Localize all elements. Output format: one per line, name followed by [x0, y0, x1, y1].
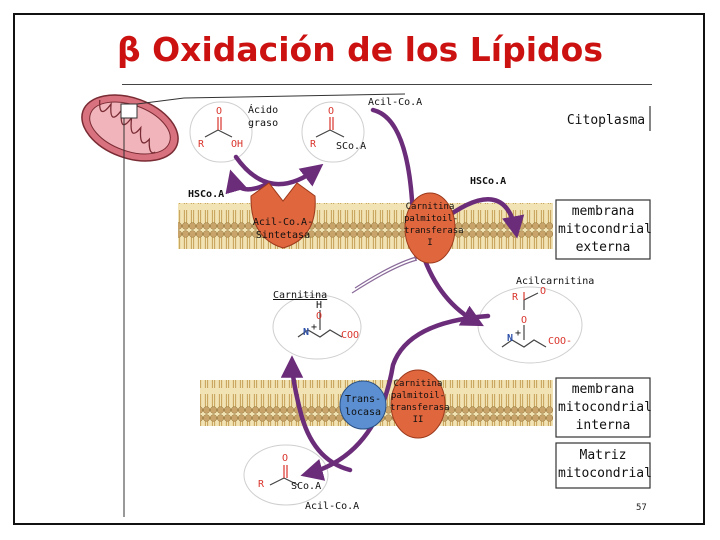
synthetase-label: Acil-Co.A- Sintetasa [252, 217, 314, 241]
atom-scoa-acyl-coa-top: SCo.A [336, 141, 367, 152]
cpt2-label: Carnitina palmitoil- transferasa II [390, 379, 450, 425]
cpt1-label: Carnitina palmitoil- transferasa I [404, 202, 464, 248]
hscoa-right-label: HSCo.A [470, 176, 507, 187]
mitochondrion-icon [81, 94, 179, 162]
carnitine-panel [272, 294, 362, 360]
matrix-label: Matriz mitocondrial [558, 448, 652, 481]
acyl-coa-bottom-label: Acil-Co.A [305, 501, 360, 512]
atom-o-carnitine: O [316, 311, 323, 322]
carnitine-return-arrow [280, 355, 353, 473]
page-title: β Oxidación de los Lípidos [117, 30, 603, 69]
atom-n-acylcarnitine: N [507, 333, 514, 344]
synthetase-enzyme [250, 182, 316, 249]
zoom-box [120, 103, 138, 119]
atom-oh-fatty-acid: OH [231, 139, 244, 150]
title-rule [122, 84, 652, 85]
atom-r-acyl-coa-bottom: R [258, 479, 265, 490]
cpt1-enzyme [404, 192, 456, 264]
acyl-transfer-arrow [370, 107, 484, 327]
atom-r-acylcarnitine: R [512, 292, 519, 303]
slide-frame [13, 13, 705, 525]
translocase-enzyme [339, 380, 387, 430]
atom-h-carnitine: H [316, 300, 323, 311]
inner-membrane-label: membrana mitocondrial interna [558, 382, 652, 433]
acylcarnitine-panel [477, 286, 583, 364]
zoom-line-top [136, 97, 185, 105]
atom-o-acylcarnitine-ester: O [521, 315, 528, 326]
atom-o-acyl-coa-top: O [328, 106, 335, 117]
carnitine-input-arrow [354, 254, 422, 289]
atom-coo-acylcarnitine: COO- [548, 336, 573, 347]
atom-coo-carnitine: COO [341, 330, 360, 341]
outer-membrane-label: membrana mitocondrial externa [558, 204, 652, 255]
structure-bonds [204, 117, 547, 486]
hscoa-release-arrow-right [437, 197, 525, 239]
atom-r-acyl-coa-top: R [310, 139, 317, 150]
hscoa-release-arrow-left [225, 169, 268, 195]
activation-arrow [233, 154, 324, 187]
outer-membrane [178, 203, 553, 249]
inner-membrane-box [555, 377, 651, 438]
cytoplasm-label: Citoplasma [566, 112, 646, 130]
translocation-arrow [300, 313, 491, 481]
acylcarnitine-label: Acilcarnitina [516, 276, 595, 287]
fatty-acid-label: Ácido graso [248, 105, 279, 129]
atom-n-carnitine: N [303, 327, 310, 338]
cpt2-enzyme [390, 369, 446, 439]
atom-r-fatty-acid: R [198, 139, 205, 150]
atom-o-acyl-coa-bottom: O [282, 453, 289, 464]
outer-membrane-box [555, 199, 651, 260]
atom-scoa-acyl-coa-bottom: SCo.A [291, 481, 322, 492]
acyl-coa-top-label: Acil-Co.A [368, 97, 423, 108]
carnitine-input-arrow-2 [351, 259, 418, 294]
atom-plus-carnitine: + [311, 322, 318, 333]
hscoa-left-label: HSCo.A [188, 189, 225, 200]
atom-o-acylcarnitine-carbonyl: O [540, 286, 547, 297]
zoom-line-right [183, 93, 406, 99]
matrix-box [555, 442, 651, 489]
atom-plus-acylcarnitine: + [515, 328, 522, 339]
page-number: 57 [636, 503, 647, 513]
translocase-label: Trans- locasa [344, 394, 382, 418]
pathway-arrows [225, 107, 525, 481]
carnitine-label: Carnitina [273, 290, 328, 301]
atom-o-fatty-acid: O [216, 106, 223, 117]
